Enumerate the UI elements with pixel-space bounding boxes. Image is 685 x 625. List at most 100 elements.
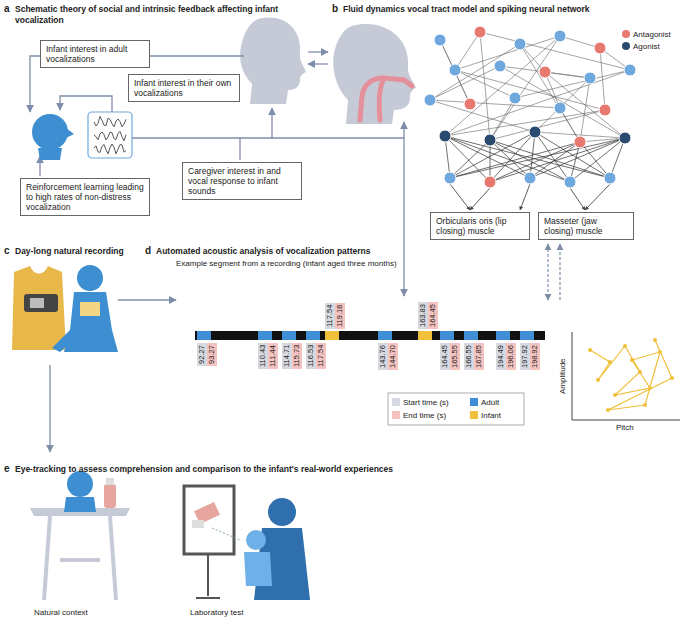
neuron — [554, 102, 566, 114]
box-text: Infant interest in adult vocalizations — [46, 44, 144, 64]
data-point — [638, 370, 642, 374]
legend-item: Antagonist — [622, 30, 671, 40]
vocal-segment — [378, 331, 392, 340]
panel-label: a — [4, 3, 10, 15]
synapse — [430, 66, 500, 100]
time-stamp: 167.85 — [474, 343, 484, 370]
motor-output — [450, 184, 470, 210]
motor-output — [570, 188, 585, 210]
legend-item: Infant — [470, 411, 501, 421]
adult-head — [240, 17, 306, 104]
neuron — [449, 64, 461, 76]
synapse — [500, 66, 590, 78]
synapse — [455, 36, 560, 70]
neuron — [434, 34, 446, 46]
legend-item: End time (s) — [392, 411, 446, 421]
callout-box: Orbicularis oris (lip closing) muscle — [430, 212, 530, 240]
data-point — [643, 403, 647, 407]
panel-label: Laboratory test — [190, 608, 243, 618]
time-stamp: 165.55 — [450, 343, 460, 370]
neuron — [554, 30, 566, 42]
waveform-box — [88, 112, 132, 158]
synapse — [480, 32, 490, 140]
neuron — [444, 172, 456, 184]
neuron — [529, 126, 541, 138]
time-stamp: 116.53 — [306, 343, 316, 369]
legend-swatch — [392, 398, 400, 406]
callout-box: Infant interest in adult vocalizations — [40, 40, 150, 68]
panel-label: e — [4, 463, 10, 475]
synapse — [450, 138, 625, 178]
legend-text: Antagonist — [633, 30, 671, 39]
neuron — [484, 176, 496, 188]
box-text: Caregiver interest in and vocal response… — [188, 166, 296, 196]
waveform — [94, 131, 126, 140]
panel-label: Day-long natural recording — [15, 246, 124, 257]
neuron — [604, 172, 616, 184]
vocal-segment — [258, 331, 272, 340]
legend-frame — [388, 393, 524, 425]
synapse — [545, 72, 590, 78]
time-stamp: 143.76 — [378, 343, 388, 370]
axis-label: Amplitude — [558, 358, 567, 394]
synapse — [450, 142, 580, 178]
data-point — [588, 348, 592, 352]
neuron — [439, 130, 451, 142]
waveform — [94, 144, 126, 154]
data-point — [670, 376, 674, 380]
synapse — [455, 70, 515, 98]
vocal-segment — [325, 331, 339, 340]
callout-box: Caregiver interest in and vocal response… — [182, 162, 302, 200]
legend-item: Adult — [470, 398, 499, 408]
panel-label: d — [145, 245, 151, 257]
legend-swatch — [622, 30, 630, 38]
synapse — [450, 132, 535, 178]
neuron — [584, 72, 596, 84]
panel-label: b — [332, 3, 338, 15]
legend-text: Start time (s) — [403, 398, 449, 407]
neuron — [509, 92, 521, 104]
time-stamp: 119.16 — [335, 303, 345, 329]
box-text: Masseter (jaw closing) muscle — [544, 216, 628, 236]
legend-text: Agonist — [633, 42, 660, 51]
vocal-segment — [197, 331, 211, 340]
time-stamp: 164.45 — [428, 302, 438, 329]
infant-head — [32, 114, 74, 160]
vocal-segment — [418, 331, 432, 340]
panel-label: Pitch — [616, 423, 634, 433]
synapse — [430, 100, 560, 108]
panel-label: Natural context — [34, 608, 88, 618]
motor-output — [520, 184, 530, 210]
time-stamp: 115.73 — [292, 343, 302, 369]
high-chair-scene — [30, 471, 130, 600]
panel-label: Schematic theory of social and intrinsic… — [15, 4, 315, 25]
data-point — [623, 344, 627, 348]
data-point — [653, 338, 657, 342]
legend-swatch — [470, 411, 478, 419]
synapse — [440, 40, 470, 104]
vocal-segments — [197, 331, 534, 340]
time-stamp: 111.44 — [268, 343, 278, 369]
synapse — [445, 136, 610, 178]
pitch-amplitude-plot — [572, 332, 680, 420]
infant-with-recorder — [52, 265, 118, 352]
vocal-tract-head — [333, 24, 416, 124]
time-stamp: 93.27 — [207, 343, 217, 366]
legend-text: Adult — [481, 398, 499, 407]
neuron — [474, 26, 486, 38]
callout-box: Masseter (jaw closing) muscle — [538, 212, 634, 240]
neuron — [484, 134, 496, 146]
time-stamp: 117.54 — [316, 343, 326, 369]
data-point — [606, 408, 610, 412]
neuron — [564, 176, 576, 188]
time-stamp: 144.70 — [388, 343, 398, 370]
time-stamp: 163.83 — [418, 302, 428, 329]
time-stamp: 110.43 — [258, 343, 268, 369]
time-stamp: 194.49 — [496, 343, 506, 370]
time-stamp: 198.92 — [530, 343, 540, 370]
callout-box: Reinforcement learning leading to high r… — [20, 178, 150, 216]
vocal-segment — [282, 331, 296, 340]
neuron — [624, 64, 636, 76]
motor-output — [585, 184, 610, 210]
data-point — [648, 386, 652, 390]
